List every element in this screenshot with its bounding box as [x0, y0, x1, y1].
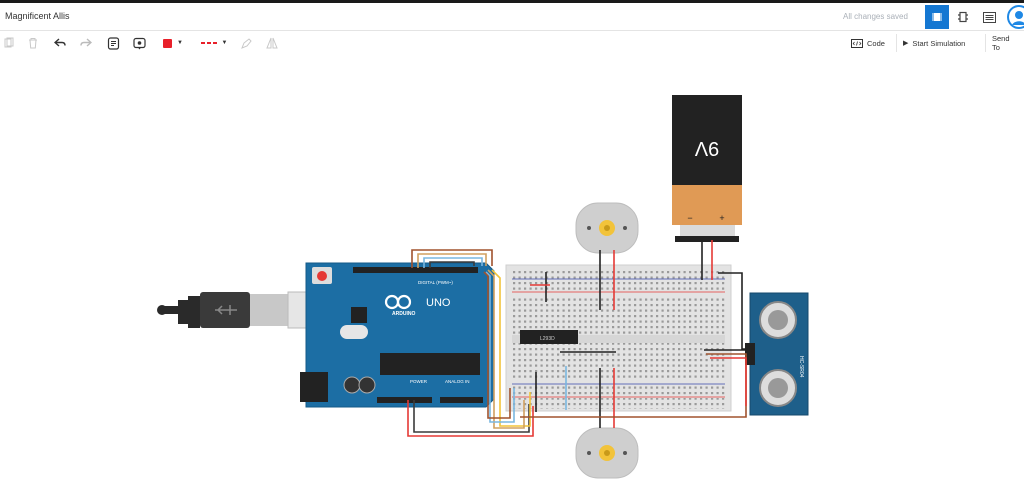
power-label: POWER [410, 379, 428, 384]
dc-motor-top[interactable] [575, 202, 639, 254]
battery-9v[interactable]: 9V − + [672, 95, 742, 242]
play-icon: ▶ [903, 40, 909, 47]
wire-style-icon [200, 42, 217, 44]
schematic-view-button[interactable] [951, 5, 975, 29]
title-bar: Magnificent Allis All changes saved [0, 3, 1024, 31]
sensor-label: HC-SR04 [798, 356, 804, 378]
code-icon [851, 38, 863, 48]
pen-icon [240, 37, 252, 49]
window-top-edge [0, 0, 1024, 3]
code-label: Code [867, 38, 885, 48]
dc-motor-bottom[interactable] [575, 427, 639, 479]
wire-color-picker[interactable]: ▼ [197, 35, 231, 51]
eye-icon [132, 37, 146, 49]
send-to-button[interactable]: Send To [985, 34, 1024, 52]
notes-button[interactable] [105, 35, 121, 51]
start-simulation-button[interactable]: ▶ Start Simulation [896, 34, 971, 52]
battery-plus: + [719, 213, 724, 223]
toolbar: ▼ ▼ Code ▶ Start Simulation Send To [0, 31, 1024, 55]
flip-icon [266, 37, 278, 49]
arduino-name: ARDUINO [392, 311, 415, 317]
delete-button[interactable] [26, 35, 40, 51]
simulation-label: Start Simulation [912, 38, 966, 48]
l293d-chip[interactable]: L293D [520, 330, 578, 344]
color-swatch [163, 38, 173, 48]
notes-icon [107, 36, 119, 50]
reset-button [317, 271, 327, 281]
send-to-label: Send To [992, 34, 1010, 52]
project-title[interactable]: Magnificent Allis [5, 11, 70, 21]
battery-label: 9V [694, 137, 719, 159]
usb-cable[interactable] [157, 291, 309, 329]
user-avatar[interactable] [1007, 5, 1024, 29]
annotation-button[interactable] [131, 35, 147, 51]
trash-icon [29, 38, 37, 49]
component-list-button[interactable] [977, 5, 1001, 29]
circuit-canvas[interactable]: UNO ARDUINO DIGITAL (PWM~) POWER ANALOG … [0, 55, 1024, 498]
flip-button[interactable] [265, 35, 279, 51]
usb-icon [215, 305, 237, 315]
undo-button[interactable] [53, 35, 67, 51]
digital-label: DIGITAL (PWM~) [418, 280, 453, 285]
wires[interactable] [407, 240, 747, 437]
copy-button[interactable] [2, 35, 16, 51]
chip-icon [932, 13, 942, 21]
code-button[interactable]: Code [845, 34, 891, 52]
battery-minus: − [687, 213, 692, 223]
chip-label: L293D [540, 336, 555, 342]
copy-icon [4, 37, 14, 48]
redo-button[interactable] [79, 35, 93, 51]
chevron-down-icon: ▼ [177, 40, 183, 46]
chevron-down-icon: ▼ [221, 40, 228, 46]
save-status: All changes saved [843, 12, 908, 21]
redo-icon [80, 38, 92, 47]
list-icon [982, 11, 996, 23]
circuit-view-button[interactable] [925, 5, 949, 29]
undo-icon [54, 38, 66, 47]
fill-color-picker[interactable]: ▼ [160, 35, 186, 51]
schematic-icon [958, 11, 968, 23]
analog-label: ANALOG IN [445, 379, 470, 384]
circuit-drawing: UNO ARDUINO DIGITAL (PWM~) POWER ANALOG … [157, 95, 809, 479]
rotate-button[interactable] [240, 35, 252, 51]
arduino-uno-board[interactable]: UNO ARDUINO DIGITAL (PWM~) POWER ANALOG … [300, 262, 495, 408]
ultrasonic-sensor[interactable]: HC-SR04 [745, 292, 809, 416]
uno-logo: UNO [426, 297, 451, 309]
user-icon [1009, 7, 1024, 27]
